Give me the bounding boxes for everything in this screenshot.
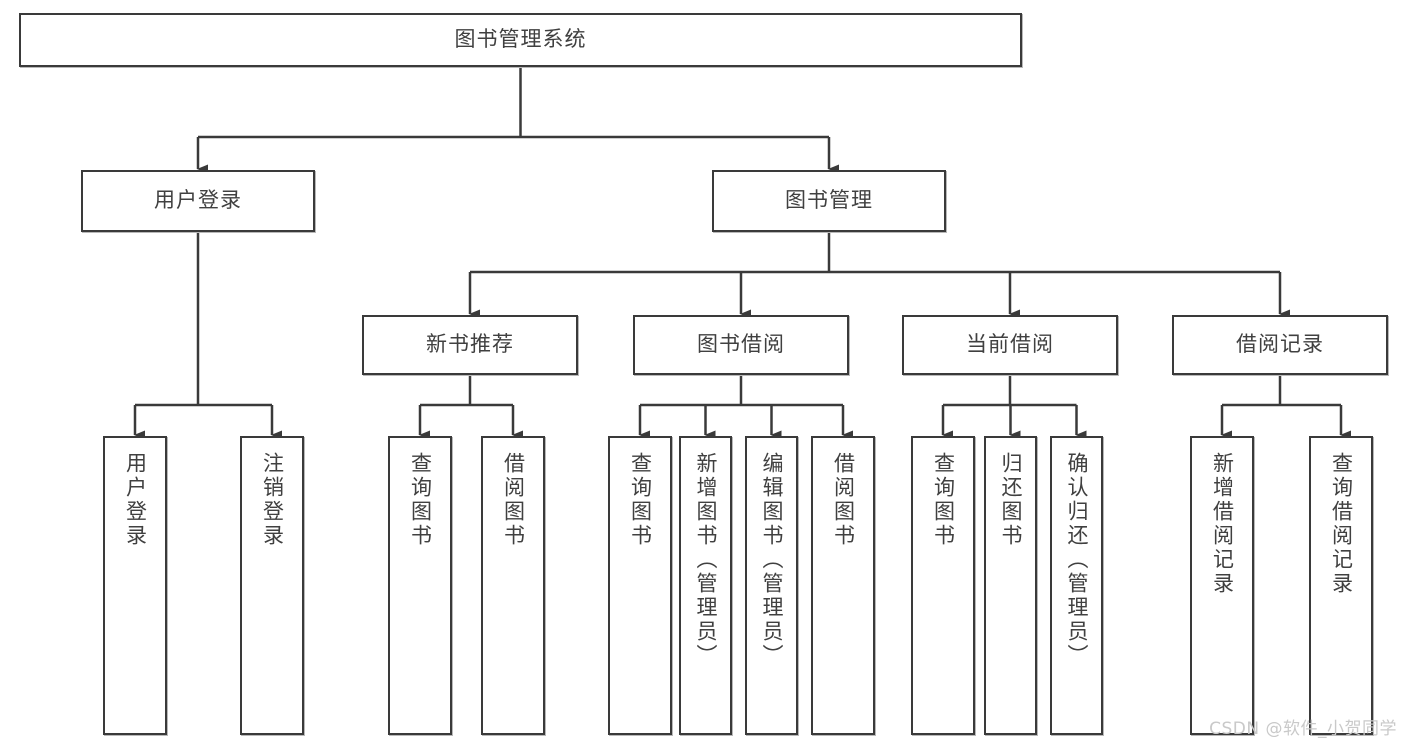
node-book-manage[interactable]: 图书管理 [712, 170, 946, 232]
node-root[interactable]: 图书管理系统 [19, 13, 1022, 67]
node-leaf-rec-borrow[interactable]: 借阅图书 [481, 436, 545, 735]
node-new-book-rec[interactable]: 新书推荐 [362, 315, 578, 375]
node-label-leaf-br-query: 查询借阅记录 [1329, 452, 1354, 596]
node-current-borrow[interactable]: 当前借阅 [902, 315, 1118, 375]
node-leaf-rec-query[interactable]: 查询图书 [388, 436, 452, 735]
node-leaf-br-query[interactable]: 查询借阅记录 [1309, 436, 1373, 735]
node-borrow-record[interactable]: 借阅记录 [1172, 315, 1388, 375]
node-leaf-br-add[interactable]: 新增借阅记录 [1190, 436, 1254, 735]
node-label-leaf-br-add: 新增借阅记录 [1210, 452, 1235, 596]
node-label-leaf-rec-query: 查询图书 [408, 452, 433, 548]
node-label-user-login: 用户登录 [154, 188, 242, 213]
node-label-leaf-user-logout: 注销登录 [260, 452, 285, 548]
node-label-leaf-rec-borrow: 借阅图书 [501, 452, 526, 548]
node-label-current-borrow: 当前借阅 [966, 332, 1054, 357]
node-leaf-bb-edit[interactable]: 编辑图书（管理员） [745, 436, 798, 735]
node-label-leaf-cb-return: 归还图书 [999, 452, 1023, 548]
node-label-book-borrow: 图书借阅 [697, 332, 785, 357]
node-label-new-book-rec: 新书推荐 [426, 332, 514, 357]
watermark-label: CSDN @软件_小贺同学 [1209, 719, 1397, 739]
node-label-leaf-user-login: 用户登录 [123, 452, 148, 548]
node-leaf-cb-confirm[interactable]: 确认归还（管理员） [1050, 436, 1103, 735]
node-label-book-manage: 图书管理 [785, 188, 873, 213]
node-label-leaf-bb-borrow: 借阅图书 [831, 452, 856, 548]
node-leaf-user-logout[interactable]: 注销登录 [240, 436, 304, 735]
node-label-leaf-cb-confirm: 确认归还（管理员） [1065, 452, 1089, 668]
node-label-borrow-record: 借阅记录 [1236, 332, 1324, 357]
node-label-leaf-cb-query: 查询图书 [931, 452, 956, 548]
node-leaf-bb-add[interactable]: 新增图书（管理员） [679, 436, 732, 735]
node-label-root: 图书管理系统 [454, 27, 587, 52]
node-book-borrow[interactable]: 图书借阅 [633, 315, 849, 375]
node-leaf-cb-return[interactable]: 归还图书 [984, 436, 1037, 735]
node-leaf-bb-query[interactable]: 查询图书 [608, 436, 672, 735]
node-label-leaf-bb-edit: 编辑图书（管理员） [760, 452, 784, 668]
node-user-login[interactable]: 用户登录 [81, 170, 315, 232]
node-leaf-cb-query[interactable]: 查询图书 [911, 436, 975, 735]
node-leaf-user-login[interactable]: 用户登录 [103, 436, 167, 735]
node-leaf-bb-borrow[interactable]: 借阅图书 [811, 436, 875, 735]
node-label-leaf-bb-add: 新增图书（管理员） [694, 452, 718, 668]
node-label-leaf-bb-query: 查询图书 [628, 452, 653, 548]
